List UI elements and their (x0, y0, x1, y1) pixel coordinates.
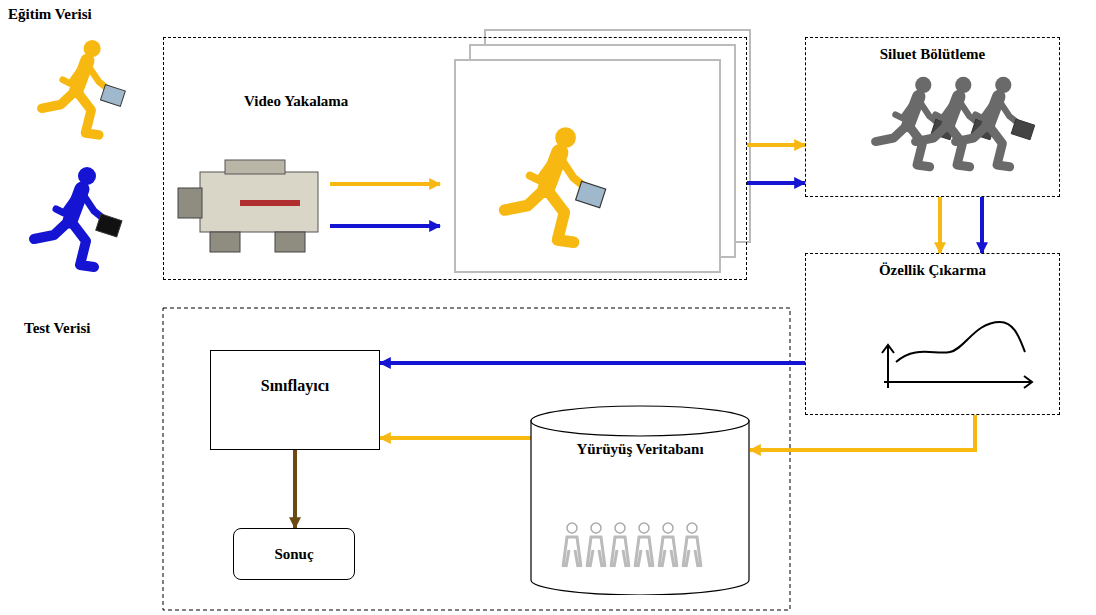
node-title: Yürüyüş Veritabanı (576, 441, 703, 458)
illustration-part (210, 232, 240, 252)
illustration-part (84, 40, 101, 57)
illustration-part (687, 523, 697, 533)
illustration-part (611, 537, 629, 567)
illustration-part (683, 537, 701, 567)
illustration-part (956, 77, 1035, 167)
flow-arrow (938, 197, 942, 253)
node-title: Özellik Çıkarma (879, 262, 986, 279)
flow-arrow (380, 436, 531, 440)
flow-arrow (293, 450, 297, 528)
classifier-box: Sınıflayıcı (210, 350, 380, 450)
node-title: Siluet Bölütleme (880, 46, 985, 63)
illustration-part (663, 523, 673, 533)
illustration-part (240, 200, 300, 206)
illustration-part (225, 160, 285, 174)
node-title: Sınıflayıcı (261, 377, 329, 395)
data-label: Eğitim Verisi (8, 6, 92, 23)
illustration-part (587, 537, 605, 567)
illustration-part (659, 537, 677, 567)
node-title: Sonuç (274, 546, 313, 563)
database-cylinder: Yürüyüş Veritabanı (530, 405, 750, 595)
illustration-part (330, 182, 440, 186)
flow-arrow (750, 415, 975, 450)
illustration-part (178, 160, 318, 252)
illustration-part (576, 181, 606, 207)
illustration-part (995, 77, 1011, 93)
illustration-part (639, 523, 649, 533)
illustration-part (100, 85, 125, 107)
segmentation-region: Siluet Bölütleme (805, 37, 1060, 197)
illustration-part (96, 214, 122, 237)
flow-arrow (747, 181, 805, 185)
illustration-part (455, 60, 720, 272)
flow-arrow (980, 197, 984, 253)
illustration-part (200, 172, 318, 232)
illustration-part (505, 127, 606, 242)
node-title: Video Yakalama (244, 93, 348, 110)
illustration-part (531, 420, 749, 595)
illustration-part (1011, 119, 1035, 140)
illustration-part (591, 523, 601, 533)
illustration-part (563, 537, 581, 567)
result-box: Sonuç (233, 528, 355, 580)
flow-arrow (747, 143, 805, 147)
illustration-part (896, 322, 1025, 362)
illustration-part (955, 77, 971, 93)
illustration-part (635, 537, 653, 567)
illustration-part (163, 308, 790, 610)
illustration-part (42, 40, 126, 135)
illustration-part (567, 523, 577, 533)
data-label: Test Verisi (24, 320, 91, 337)
illustration-part (531, 406, 749, 436)
illustration-part (78, 167, 96, 185)
illustration-part (915, 77, 931, 93)
illustration-part (882, 322, 1032, 388)
flow-arrow (380, 361, 805, 365)
illustration-part (884, 376, 1032, 388)
illustration-part (178, 188, 202, 218)
illustration-part (330, 224, 440, 228)
illustration-part (615, 523, 625, 533)
illustration-part (275, 232, 305, 252)
capture-region: Video Yakalama (163, 37, 747, 280)
feature-region: Özellik Çıkarma (805, 253, 1060, 415)
illustration-part (34, 167, 122, 267)
illustration-part (555, 127, 576, 148)
